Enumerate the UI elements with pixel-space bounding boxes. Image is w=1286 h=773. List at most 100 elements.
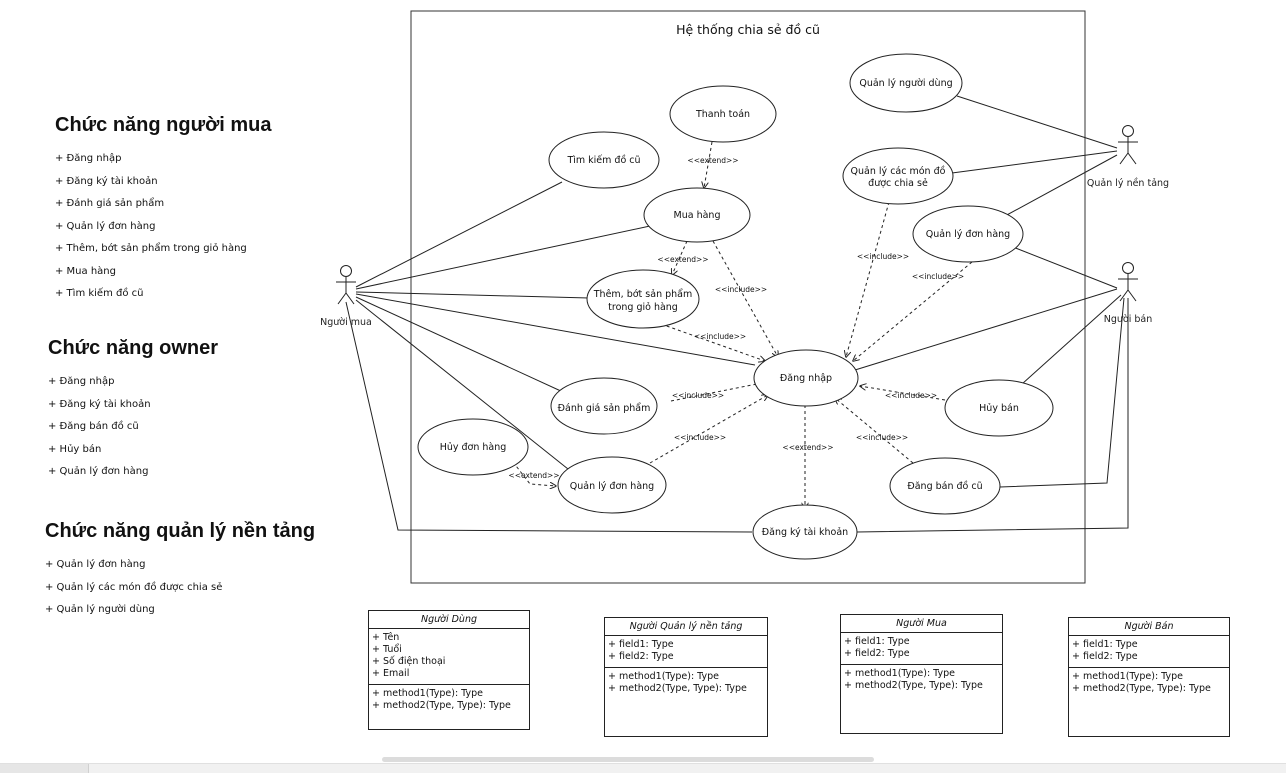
use-case-register: Đăng ký tài khoản [752, 504, 858, 560]
actor-head [1122, 262, 1134, 274]
association-line [956, 95, 1118, 149]
relation-labels: <<extend>> <<extend>> <<include>> <<incl… [508, 156, 964, 480]
class-methods: + method1(Type): Type + method2(Type, Ty… [369, 685, 529, 716]
extend-label: <<extend>> [687, 156, 738, 165]
list-item: + Đăng nhập [48, 376, 115, 387]
use-case-label: Đánh giá sản phẩm [558, 403, 651, 414]
class-name: Người Quản lý nền tảng [605, 618, 767, 636]
class-attribute: + field1: Type [608, 639, 674, 650]
include-label: <<include>> [694, 332, 746, 341]
association-line [1021, 294, 1122, 385]
buyer-features-section: Chức năng người mua + Đăng nhập + Đăng k… [55, 112, 272, 306]
use-case-cancel-sale: Hủy bán [944, 379, 1054, 437]
association-line [355, 291, 590, 299]
use-case-label: Đăng bán đồ cũ [907, 481, 982, 492]
list-item: + Quản lý các món đồ được chia sẻ [45, 581, 223, 593]
feature-list: + Đăng nhập + Đăng ký tài khoản + Đánh g… [55, 148, 272, 306]
class-attribute: + Tuổi [372, 644, 402, 655]
use-case-post-sale: Đăng bán đồ cũ [889, 457, 1001, 515]
association-line [355, 296, 564, 393]
association-line [355, 299, 569, 470]
owner-features-section: Chức năng owner + Đăng nhập + Đăng ký tà… [48, 335, 218, 484]
class-attribute: + Email [372, 668, 410, 679]
use-case-label: Quản lý các món đồ [851, 166, 946, 177]
include-label: <<include>> [885, 391, 937, 400]
use-case-label: Thêm, bớt sản phẩm [593, 289, 693, 300]
dependencies [512, 141, 973, 509]
list-item: + Hủy bán [48, 443, 102, 455]
class-name: Người Mua [841, 615, 1002, 633]
use-case-label: Quản lý đơn hàng [570, 481, 654, 492]
class-attribute: + Tên [372, 632, 400, 643]
use-case-manage-orders-admin: Quản lý đơn hàng [912, 205, 1024, 263]
class-attributes: + Tên + Tuổi + Số điện thoại + Email [369, 629, 529, 685]
use-case-buy: Mua hàng [643, 187, 751, 243]
actor-seller: Người bán [1104, 262, 1153, 325]
use-case-label: Quản lý người dùng [859, 78, 952, 89]
class-methods: + method1(Type): Type + method2(Type, Ty… [605, 668, 767, 699]
association-line [345, 301, 753, 533]
extend-arrow [704, 141, 713, 188]
system-title: Hệ thống chia sẻ đồ cũ [676, 22, 820, 37]
include-label: <<include>> [856, 433, 908, 442]
platform-features-section: Chức năng quản lý nền tảng + Quản lý đơn… [45, 518, 315, 622]
use-case-cancel-order: Hủy đơn hàng [417, 418, 529, 476]
include-arrow [860, 386, 946, 401]
horizontal-scrollbar[interactable] [382, 757, 874, 762]
list-item: + Đăng bán đồ cũ [48, 421, 139, 432]
class-method: + method1(Type): Type [1072, 671, 1183, 682]
use-case-manage-orders-buyer: Quản lý đơn hàng [557, 456, 667, 514]
actor-label: Người mua [320, 317, 372, 328]
extend-label: <<extend>> [782, 443, 833, 452]
class-attribute: + field2: Type [608, 651, 674, 662]
association-line [355, 225, 651, 290]
association-line [999, 297, 1125, 488]
use-case-login: Đăng nhập [753, 349, 859, 407]
class-name: Người Bán [1069, 618, 1229, 636]
class-attribute: + Số điện thoại [372, 656, 446, 667]
class-name: Người Dùng [369, 611, 529, 629]
class-method: + method2(Type, Type): Type [1072, 683, 1211, 694]
page-tab[interactable] [0, 764, 89, 773]
use-case-label: trong giỏ hàng [608, 302, 678, 313]
association-line [355, 181, 563, 288]
associations [345, 95, 1129, 533]
class-method: + method2(Type, Type): Type [372, 700, 511, 711]
class-methods: + method1(Type): Type + method2(Type, Ty… [841, 665, 1002, 696]
class-attributes: + field1: Type + field2: Type [605, 636, 767, 668]
include-label: <<include>> [715, 285, 767, 294]
class-method: + method2(Type, Type): Type [844, 680, 983, 691]
include-label: <<include>> [674, 433, 726, 442]
association-line [856, 298, 1129, 533]
use-case-manage-items: Quản lý các món đồ được chia sẻ [842, 147, 954, 205]
use-case-diagram: Hệ thống chia sẻ đồ cũ <<extend>> [320, 10, 1169, 584]
use-case-review: Đánh giá sản phẩm [550, 377, 658, 435]
list-item: + Đăng nhập [55, 153, 122, 164]
class-box-buyer: Người Mua + field1: Type + field2: Type … [840, 614, 1003, 734]
class-box-seller: Người Bán + field1: Type + field2: Type … [1068, 617, 1230, 737]
list-item: + Quản lý đơn hàng [55, 220, 156, 232]
use-case-label: Tìm kiếm đồ cũ [566, 155, 640, 166]
list-item: + Đăng ký tài khoản [55, 175, 158, 187]
actor-head [1122, 125, 1134, 137]
actor-label: Người bán [1104, 314, 1153, 325]
class-attributes: + field1: Type + field2: Type [841, 633, 1002, 665]
class-attributes: + field1: Type + field2: Type [1069, 636, 1229, 668]
extend-label: <<extend>> [657, 255, 708, 264]
system-boundary [410, 10, 1086, 584]
list-item: + Quản lý người dùng [45, 604, 155, 615]
class-attribute: + field2: Type [1072, 651, 1138, 662]
actor-buyer: Người mua [320, 265, 372, 328]
class-methods: + method1(Type): Type + method2(Type, Ty… [1069, 668, 1229, 699]
use-case-cart: Thêm, bớt sản phẩm trong giỏ hàng [586, 269, 700, 329]
extend-label: <<extend>> [508, 471, 559, 480]
include-label: <<include>> [857, 252, 909, 261]
use-case-label: được chia sẻ [868, 178, 928, 189]
class-method: + method1(Type): Type [608, 671, 719, 682]
list-item: + Đăng ký tài khoản [48, 398, 151, 410]
section-title: Chức năng người mua [55, 114, 272, 136]
use-case-label: Đăng ký tài khoản [762, 527, 848, 538]
include-arrow [835, 398, 914, 464]
class-box-platform-admin: Người Quản lý nền tảng + field1: Type + … [604, 617, 768, 737]
include-arrow [712, 240, 778, 357]
